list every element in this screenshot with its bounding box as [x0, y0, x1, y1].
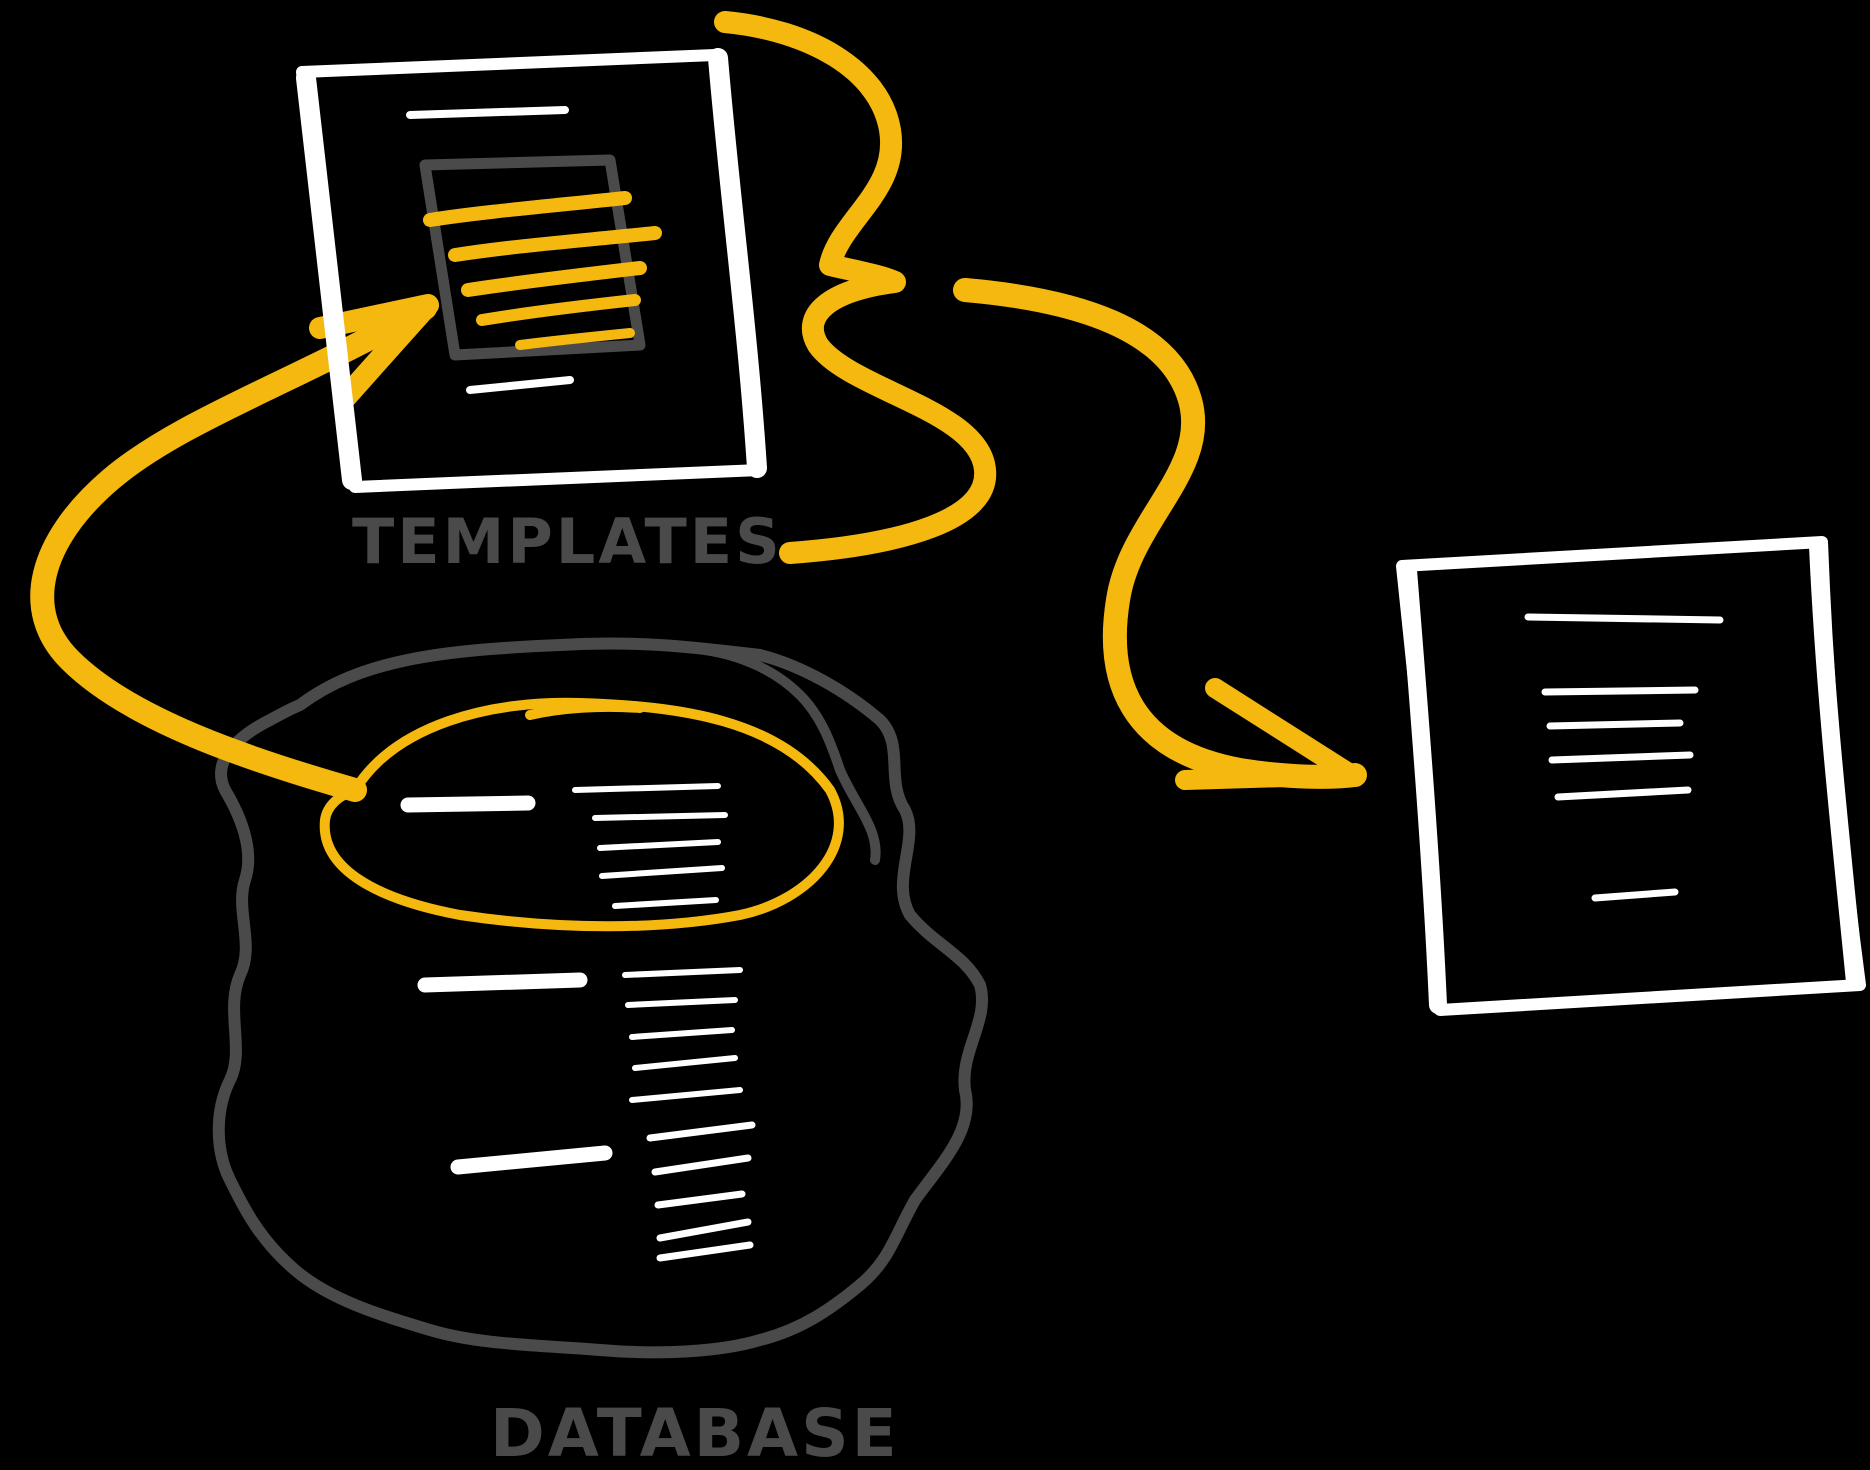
record-field — [651, 1154, 752, 1176]
filled-line — [448, 226, 662, 262]
database-label: DATABASE — [490, 1395, 900, 1470]
record-field — [632, 1055, 738, 1071]
output-footer-line — [1591, 888, 1679, 902]
record-field — [629, 1027, 735, 1040]
output-document-icon — [1396, 536, 1866, 1016]
output-title-line — [1524, 613, 1724, 624]
render-arrow-head — [1175, 678, 1362, 790]
template-document-icon — [296, 48, 767, 493]
query-arrow-icon — [30, 294, 439, 802]
selection-circle — [319, 697, 844, 932]
record-key-2 — [417, 972, 588, 993]
filled-line — [423, 191, 632, 227]
record-field — [599, 865, 725, 879]
database-outline — [212, 637, 988, 1359]
database-records — [400, 783, 756, 1262]
output-line — [1548, 751, 1694, 764]
filled-line — [476, 294, 641, 326]
output-line — [1554, 786, 1692, 801]
database-outline-inner — [700, 645, 881, 865]
database-blob-icon — [212, 637, 988, 1359]
template-footer-line — [466, 376, 574, 394]
query-arrow-head — [309, 294, 439, 409]
record-field — [656, 1241, 754, 1262]
filled-line — [461, 261, 647, 297]
record-field — [622, 967, 743, 978]
render-arrow-icon — [953, 278, 1367, 790]
record-field — [629, 1087, 743, 1103]
output-line — [1546, 719, 1684, 730]
template-page-border-heavy — [296, 48, 767, 490]
template-brace — [714, 11, 997, 564]
template-page-border — [296, 49, 766, 493]
output-page-border — [1396, 536, 1866, 1016]
template-filled-content — [423, 191, 662, 350]
template-title-line — [406, 106, 569, 119]
record-field — [646, 1121, 756, 1142]
output-line — [1541, 686, 1699, 696]
record-field — [656, 1218, 752, 1242]
query-arrow-stroke — [30, 296, 437, 802]
record-field — [597, 839, 721, 851]
render-arrow-stroke — [953, 278, 1367, 789]
record-field — [572, 783, 721, 793]
filled-line — [515, 328, 635, 350]
record-field — [625, 997, 738, 1008]
record-key-1 — [400, 795, 536, 813]
output-content-lines — [1524, 613, 1724, 902]
record-field — [592, 812, 728, 821]
record-key-3 — [450, 1145, 613, 1175]
record-field — [654, 1190, 746, 1209]
template-slot — [419, 154, 646, 361]
templates-label: TEMPLATES — [352, 505, 783, 578]
record-field — [612, 897, 719, 909]
output-page-border-heavy — [1399, 537, 1864, 1014]
